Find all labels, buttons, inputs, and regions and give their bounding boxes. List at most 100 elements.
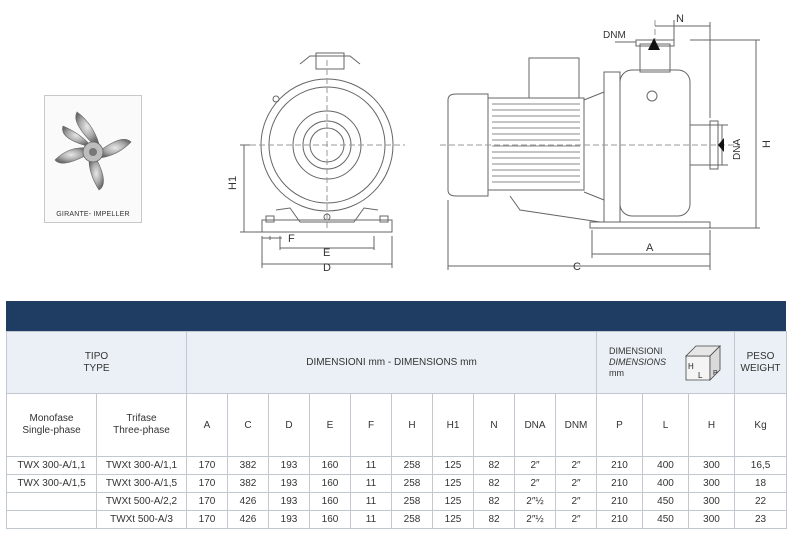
value-cell: 2″½ — [514, 492, 556, 511]
weight-header: PESO WEIGHT — [734, 331, 788, 394]
col-header-n: N — [473, 393, 515, 457]
value-cell: 160 — [309, 492, 351, 511]
label-h1: H1 — [227, 176, 239, 190]
tipo-label: TIPO — [84, 350, 109, 362]
pack-line3: mm — [609, 368, 624, 378]
value-cell: 210 — [596, 492, 643, 511]
value-cell: 82 — [473, 492, 515, 511]
peso-label: PESO — [746, 350, 775, 362]
model-trifase-cell: TWXt 500-A/2,2 — [96, 492, 187, 511]
model-monofase-cell — [6, 492, 97, 511]
label-n: N — [676, 13, 684, 25]
impeller-photo: GIRANTE- IMPELLER — [44, 95, 142, 223]
value-cell: 258 — [391, 456, 433, 475]
value-cell: 450 — [642, 510, 689, 529]
model-trifase-cell: TWXt 300-A/1,5 — [96, 474, 187, 493]
value-cell: 170 — [186, 510, 228, 529]
front-view — [240, 52, 405, 268]
label-e: E — [323, 247, 330, 259]
trifase-header: Trifase Three-phase — [96, 393, 187, 457]
value-cell: 300 — [687, 474, 736, 493]
value-cell: 193 — [268, 492, 310, 511]
col-header-e: E — [309, 393, 351, 457]
weight-label: WEIGHT — [740, 362, 781, 374]
tipo-header: TIPO TYPE — [6, 331, 187, 394]
type-label: TYPE — [83, 362, 110, 374]
label-d: D — [323, 262, 331, 274]
pack-line1: DIMENSIONI — [609, 346, 663, 356]
model-monofase-cell: TWX 300-A/1,5 — [6, 474, 97, 493]
box-l-label: L — [698, 371, 703, 380]
value-cell: 2″ — [555, 456, 597, 475]
value-cell: 300 — [687, 492, 736, 511]
value-cell: 125 — [432, 456, 474, 475]
side-view — [440, 20, 760, 270]
label-dna: DNA — [732, 139, 743, 160]
col-header-l: L — [642, 393, 689, 457]
dimensions-table-container: TIPO TYPE DIMENSIONI mm - DIMENSIONS mm … — [6, 301, 788, 529]
value-cell: 400 — [642, 474, 689, 493]
value-cell: 2″ — [555, 510, 597, 529]
pack-line2: DIMENSIONS — [609, 357, 667, 367]
value-cell: 300 — [687, 510, 736, 529]
value-cell: 23 — [734, 510, 788, 529]
model-monofase-cell — [6, 510, 97, 529]
value-cell: 2″ — [514, 474, 556, 493]
value-cell: 22 — [734, 492, 788, 511]
tri-l1: Trifase — [126, 413, 157, 424]
value-cell: 2″½ — [514, 510, 556, 529]
value-cell: 210 — [596, 510, 643, 529]
value-cell: 16,5 — [734, 456, 788, 475]
value-cell: 125 — [432, 474, 474, 493]
value-cell: 160 — [309, 510, 351, 529]
value-cell: 2″ — [555, 492, 597, 511]
col-header-kg: Kg — [734, 393, 788, 457]
pump-drawing-svg: H1 F E D N DNM DNA H A C — [227, 13, 773, 274]
col-header-a: A — [186, 393, 228, 457]
value-cell: 400 — [642, 456, 689, 475]
value-cell: 450 — [642, 492, 689, 511]
value-cell: 82 — [473, 456, 515, 475]
col-header-p: P — [596, 393, 643, 457]
value-cell: 82 — [473, 510, 515, 529]
value-cell: 11 — [350, 510, 392, 529]
value-cell: 170 — [186, 456, 228, 475]
technical-drawing: H1 F E D N DNM DNA H A C — [44, 13, 773, 274]
mono-l2: Single-phase — [22, 425, 81, 436]
value-cell: 300 — [687, 456, 736, 475]
dimensions-header: DIMENSIONI mm - DIMENSIONS mm — [186, 331, 597, 394]
box-dimensions-icon: H L P — [685, 344, 721, 381]
value-cell: 125 — [432, 492, 474, 511]
model-monofase-cell: TWX 300-A/1,1 — [6, 456, 97, 475]
label-c: C — [573, 261, 581, 273]
col-header-dnm: DNM — [555, 393, 597, 457]
value-cell: 426 — [227, 492, 269, 511]
value-cell: 2″ — [514, 456, 556, 475]
value-cell: 11 — [350, 456, 392, 475]
value-cell: 382 — [227, 474, 269, 493]
mono-l1: Monofase — [29, 413, 74, 424]
box-h-label: H — [688, 362, 694, 371]
value-cell: 258 — [391, 474, 433, 493]
label-dnm: DNM — [603, 30, 626, 41]
value-cell: 258 — [391, 492, 433, 511]
col-header-f: F — [350, 393, 392, 457]
label-f: F — [288, 233, 295, 245]
col-header-dna: DNA — [514, 393, 556, 457]
impeller-icon — [54, 111, 132, 191]
col-header-pack-h: H — [687, 393, 736, 457]
value-cell: 11 — [350, 474, 392, 493]
model-trifase-cell: TWXt 500-A/3 — [96, 510, 187, 529]
tri-l2: Three-phase — [113, 425, 170, 436]
value-cell: 160 — [309, 474, 351, 493]
value-cell: 170 — [186, 492, 228, 511]
col-header-c: C — [227, 393, 269, 457]
value-cell: 2″ — [555, 474, 597, 493]
monofase-header: Monofase Single-phase — [6, 393, 97, 457]
col-header-h: H — [391, 393, 433, 457]
dimensions-table: TIPO TYPE DIMENSIONI mm - DIMENSIONS mm … — [6, 331, 788, 529]
